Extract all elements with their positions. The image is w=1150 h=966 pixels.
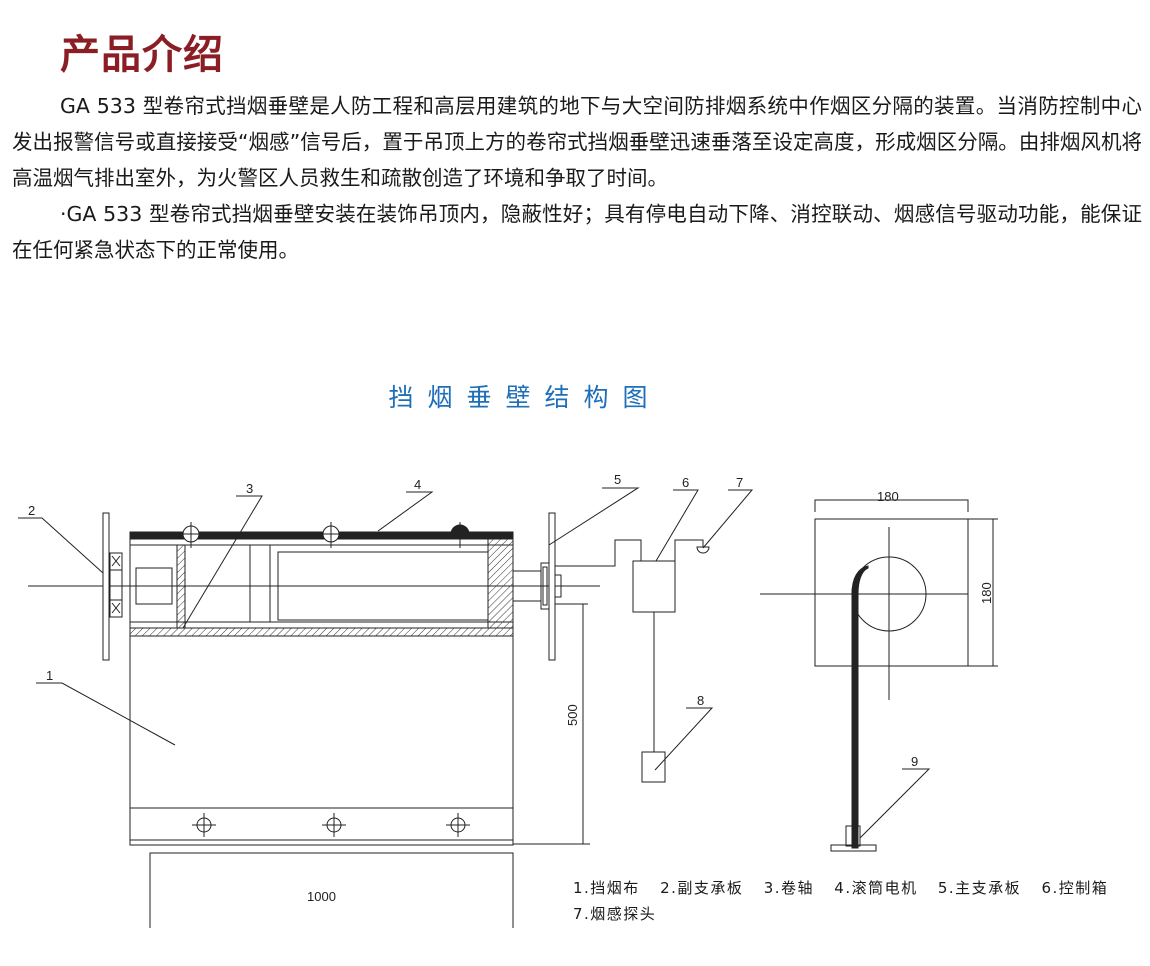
dimension-label-height: 500 xyxy=(565,704,580,726)
side-view-curtain xyxy=(851,565,869,849)
legend-item: 6.控制箱 xyxy=(1041,879,1109,897)
dimension-1000 xyxy=(149,852,514,928)
secondary-support-plate xyxy=(102,512,110,661)
callout-label: 8 xyxy=(697,693,704,708)
bottom-marker-1 xyxy=(192,813,216,837)
intro-text: GA 533 型卷帘式挡烟垂壁是人防工程和高层用建筑的地下与大空间防排烟系统中作… xyxy=(12,88,1142,268)
callout-label: 2 xyxy=(28,503,35,518)
roller-shaft xyxy=(176,544,186,629)
intro-paragraph: ·GA 533 型卷帘式挡烟垂壁安装在装饰吊顶内，隐蔽性好；具有停电自动下降、消… xyxy=(12,202,1142,262)
legend-item: 2.副支承板 xyxy=(660,879,744,897)
callout-label: 4 xyxy=(414,477,421,492)
smoke-curtain xyxy=(129,635,514,809)
side-view-base xyxy=(830,844,877,852)
control-box xyxy=(632,560,676,613)
top-marker-2 xyxy=(319,522,343,548)
page-title: 产品介绍 xyxy=(60,32,224,78)
callout-label: 7 xyxy=(736,475,743,490)
dimension-label-width: 1000 xyxy=(307,889,336,904)
legend-item: 5.主支承板 xyxy=(937,879,1022,897)
top-marker-3 xyxy=(450,522,470,548)
legend-row: 7.烟感探头 xyxy=(573,901,1122,927)
legend-row: 1.挡烟布 2.副支承板 3.卷轴 4.滚筒电机 5.主支承板 6.控制箱 xyxy=(573,875,1122,901)
smoke-detector xyxy=(696,546,710,554)
side-view-frame xyxy=(814,518,969,667)
callout-label: 3 xyxy=(246,481,253,496)
dimension-label-side-width: 180 xyxy=(877,489,899,504)
callout-label: 1 xyxy=(46,668,53,683)
bottom-marker-2 xyxy=(322,813,346,837)
bottom-bar xyxy=(129,807,514,841)
diagram-title: 挡烟垂壁结构图 xyxy=(388,383,662,412)
intro-paragraph: GA 533 型卷帘式挡烟垂壁是人防工程和高层用建筑的地下与大空间防排烟系统中作… xyxy=(12,94,1142,190)
callout-label: 5 xyxy=(614,472,621,487)
legend-item: 1.挡烟布 xyxy=(573,879,640,897)
bottom-marker-3 xyxy=(446,813,470,837)
legend-item: 3.卷轴 xyxy=(763,879,814,897)
callout-label: 6 xyxy=(682,475,689,490)
main-support-plate xyxy=(548,512,556,661)
sensor-box xyxy=(641,751,666,783)
top-marker-1 xyxy=(179,522,203,548)
legend-item: 7.烟感探头 xyxy=(573,905,657,923)
legend: 1.挡烟布 2.副支承板 3.卷轴 4.滚筒电机 5.主支承板 6.控制箱 7.… xyxy=(573,875,1122,927)
dimension-label-side-height: 180 xyxy=(979,582,994,604)
legend-item: 4.滚筒电机 xyxy=(834,879,918,897)
callout-label: 9 xyxy=(911,754,918,769)
drum-hatch-bottom xyxy=(129,627,514,637)
